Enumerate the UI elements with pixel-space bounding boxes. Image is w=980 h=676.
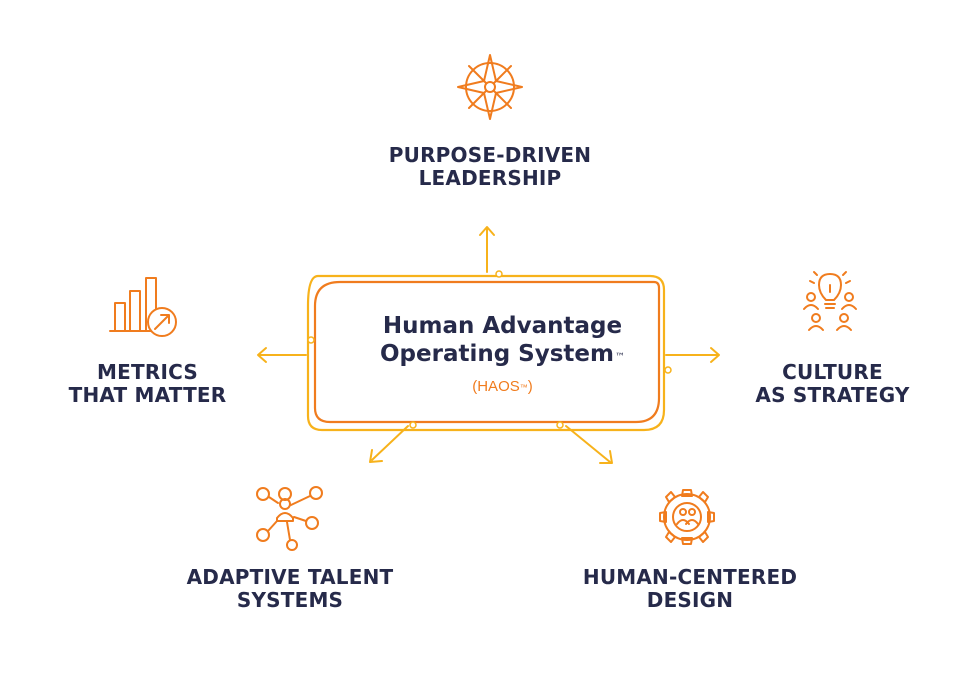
network-person-icon (256, 486, 323, 551)
pillar-bottom-right-line1: HUMAN-CENTERED (582, 565, 798, 589)
pillar-top-line2: LEADERSHIP (418, 166, 562, 190)
center-title-line2-text: Operating System (379, 341, 614, 367)
center-subtitle-close: ) (527, 378, 533, 395)
trademark-mark: ™ (615, 352, 625, 363)
pillar-adaptive-talent-systems: ADAPTIVE TALENT SYSTEMS (170, 566, 410, 612)
pillar-bottom-left-line2: SYSTEMS (236, 588, 344, 612)
pillar-left-line1: METRICS (97, 360, 198, 384)
pillar-left-line2: THAT MATTER (68, 383, 227, 407)
center-title-line1: Human Advantage (382, 313, 623, 339)
connector-dot (664, 366, 672, 374)
center-title-line2: Operating System™ (330, 340, 675, 368)
pillar-top-line1: PURPOSE-DRIVEN (388, 143, 592, 167)
gear-people-icon (659, 489, 715, 545)
arrow-right (665, 347, 720, 363)
pillar-human-centered-design: HUMAN-CENTERED DESIGN (570, 566, 810, 612)
pillar-right-line1: CULTURE (782, 360, 883, 384)
center-title: Human Advantage Operating System™ (330, 312, 675, 368)
center-subtitle-text: (HAOS (472, 378, 520, 395)
subtitle-trademark-mark: ™ (519, 383, 528, 392)
team-idea-icon (803, 271, 857, 331)
compass-icon (457, 54, 523, 120)
arrow-left (257, 347, 307, 363)
pillar-culture-as-strategy: CULTURE AS STRATEGY (740, 361, 925, 407)
connector-dot (556, 421, 564, 429)
arrow-top (479, 226, 495, 273)
arrow-bottom-left (369, 425, 409, 463)
connector-dot (307, 336, 315, 344)
arrow-bottom-right (565, 425, 613, 464)
pillar-bottom-right-line2: DESIGN (646, 588, 734, 612)
center-frame-outer (306, 274, 666, 432)
center-subtitle: (HAOS™) (330, 378, 675, 396)
pillar-bottom-left-line1: ADAPTIVE TALENT (186, 565, 394, 589)
connector-dot (495, 270, 503, 278)
connector-dot (409, 421, 417, 429)
pillar-right-line2: AS STRATEGY (755, 383, 910, 407)
pillar-purpose-driven-leadership: PURPOSE-DRIVEN LEADERSHIP (370, 144, 610, 190)
bar-chart-icon (109, 277, 177, 337)
center-frame-inner (313, 280, 661, 424)
pillar-metrics-that-matter: METRICS THAT MATTER (55, 361, 240, 407)
